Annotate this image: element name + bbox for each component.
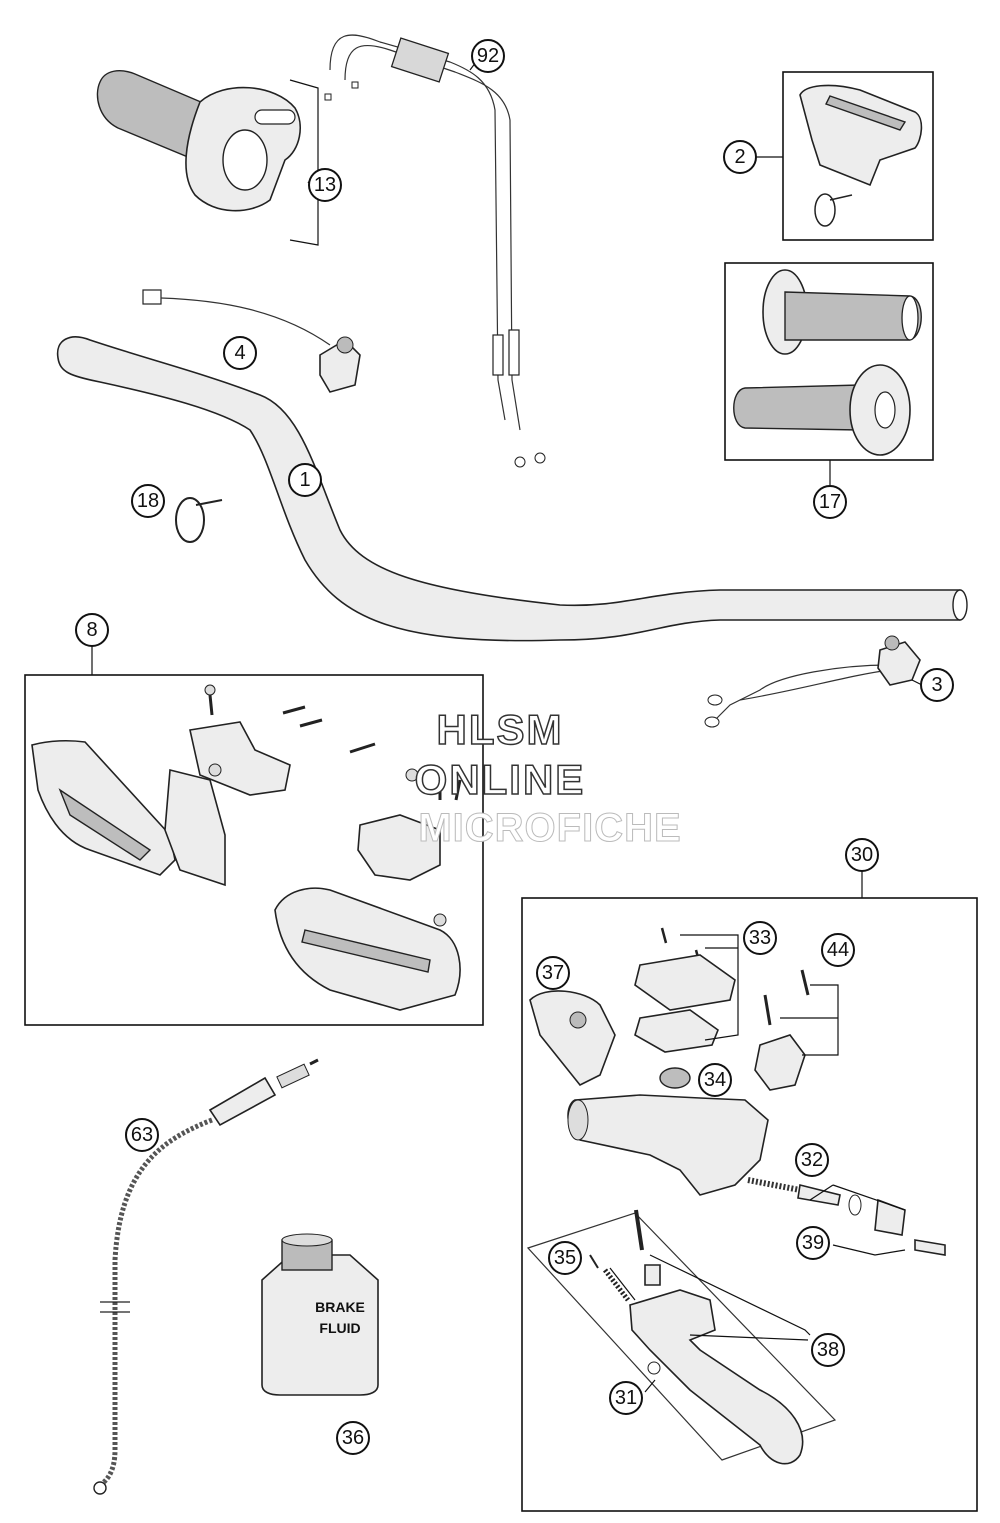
svg-text:33: 33 (749, 927, 771, 949)
callout-32: 32 (795, 1143, 829, 1177)
svg-text:44: 44 (827, 939, 849, 961)
callout-44: 44 (821, 933, 855, 967)
svg-text:1: 1 (299, 469, 310, 491)
svg-text:8: 8 (86, 619, 97, 641)
callout-63: 63 (125, 1118, 159, 1152)
handlebar-pad-box (782, 71, 934, 241)
watermark-line-2: ONLINE (414, 755, 586, 804)
callout-18: 18 (131, 484, 165, 518)
callout-8: 8 (75, 613, 109, 647)
callout-30: 30 (845, 838, 879, 872)
callout-37: 37 (536, 956, 570, 990)
svg-text:2: 2 (734, 146, 745, 168)
svg-text:39: 39 (802, 1232, 824, 1254)
kill-switch-part (142, 289, 361, 393)
throttle-grip-part (96, 70, 301, 212)
callout-36: 36 (336, 1421, 370, 1455)
svg-text:3: 3 (931, 674, 942, 696)
throttle-cable-part (324, 34, 546, 468)
svg-text:92: 92 (477, 45, 499, 67)
callout-34: 34 (698, 1063, 732, 1097)
svg-text:38: 38 (817, 1339, 839, 1361)
svg-text:35: 35 (554, 1247, 576, 1269)
svg-text:18: 18 (137, 490, 159, 512)
callout-17: 17 (813, 485, 847, 519)
callout-13: 13 (308, 168, 342, 202)
master-cylinder-box (521, 897, 978, 1512)
brake-fluid-label-line2: FLUID (319, 1320, 360, 1336)
handguard-kit-box (24, 674, 484, 1026)
callout-38: 38 (811, 1333, 845, 1367)
clutch-switch-part (704, 635, 921, 728)
svg-text:32: 32 (801, 1149, 823, 1171)
svg-text:63: 63 (131, 1124, 153, 1146)
watermark-line-1: HLSM (436, 705, 564, 754)
master-cylinder-part (526, 927, 946, 1465)
callout-92: 92 (471, 39, 505, 73)
svg-text:36: 36 (342, 1427, 364, 1449)
svg-text:17: 17 (819, 491, 841, 513)
handlebar-pad-part (799, 84, 923, 227)
svg-text:30: 30 (851, 844, 873, 866)
watermark-line-3: MICROFICHE (418, 806, 682, 851)
brake-fluid-label-line1: BRAKE (315, 1299, 365, 1315)
callout-35: 35 (548, 1241, 582, 1275)
callout-4: 4 (223, 336, 257, 370)
svg-text:31: 31 (615, 1387, 637, 1409)
svg-text:34: 34 (704, 1069, 726, 1091)
svg-text:37: 37 (542, 962, 564, 984)
svg-text:13: 13 (314, 174, 336, 196)
callout-39: 39 (796, 1226, 830, 1260)
grips-part (733, 269, 922, 456)
callout-31: 31 (609, 1381, 643, 1415)
handlebar-part (56, 336, 968, 642)
cable-tie-part (175, 497, 223, 543)
svg-text:4: 4 (234, 342, 245, 364)
callout-1: 1 (288, 463, 322, 497)
callout-3: 3 (920, 668, 954, 702)
grips-box (724, 262, 934, 461)
brake-fluid-part: BRAKE FLUID (261, 1233, 379, 1396)
handguard-kit-part (31, 684, 462, 1011)
callout-2: 2 (723, 140, 757, 174)
brake-line-part (93, 1058, 319, 1495)
callout-33: 33 (743, 921, 777, 955)
